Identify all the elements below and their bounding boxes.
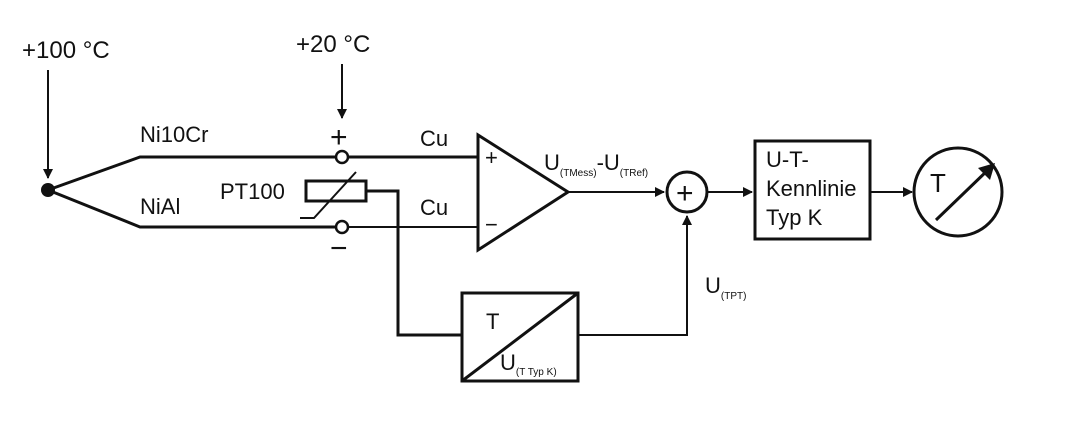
feedback-label: U(TPT) xyxy=(705,273,746,302)
wire-nial xyxy=(47,188,335,229)
thermistor-icon xyxy=(300,171,368,219)
curve-line2: Kennlinie xyxy=(766,176,857,201)
curve-box xyxy=(753,139,872,241)
converter-u-label: U(T Typ K) xyxy=(500,350,557,378)
cu-bottom-label: Cu xyxy=(420,195,448,220)
temp-reference-label: +20 °C xyxy=(296,31,370,58)
amp-plus: + xyxy=(485,145,498,170)
converter-to-summer-arrow xyxy=(578,215,692,336)
gauge-dial-icon xyxy=(912,146,1004,238)
amplifier xyxy=(476,132,571,253)
sensor-label: PT100 xyxy=(220,179,285,204)
wire-top-label: Ni10Cr xyxy=(140,122,208,147)
temp-measure-label: +100 °C xyxy=(22,37,110,64)
meter-t-label: T xyxy=(930,168,946,198)
cu-top-label: Cu xyxy=(420,126,448,151)
summer-sign: + xyxy=(676,177,694,210)
pt100-to-converter-wire xyxy=(366,189,462,337)
t-to-u-converter xyxy=(460,291,580,383)
amp-minus: − xyxy=(485,212,498,237)
terminal-minus-sign: − xyxy=(330,232,348,265)
curve-line3: Typ K xyxy=(766,205,823,230)
converter-t-label: T xyxy=(486,309,499,334)
wire-bottom-label: NiAl xyxy=(140,194,180,219)
terminal-plus-sign: + xyxy=(330,121,348,154)
wire-ni10cr xyxy=(47,155,335,192)
amp-output-label: U(TMess)-U(TRef) xyxy=(544,150,648,179)
curve-line1: U-T- xyxy=(766,147,809,172)
